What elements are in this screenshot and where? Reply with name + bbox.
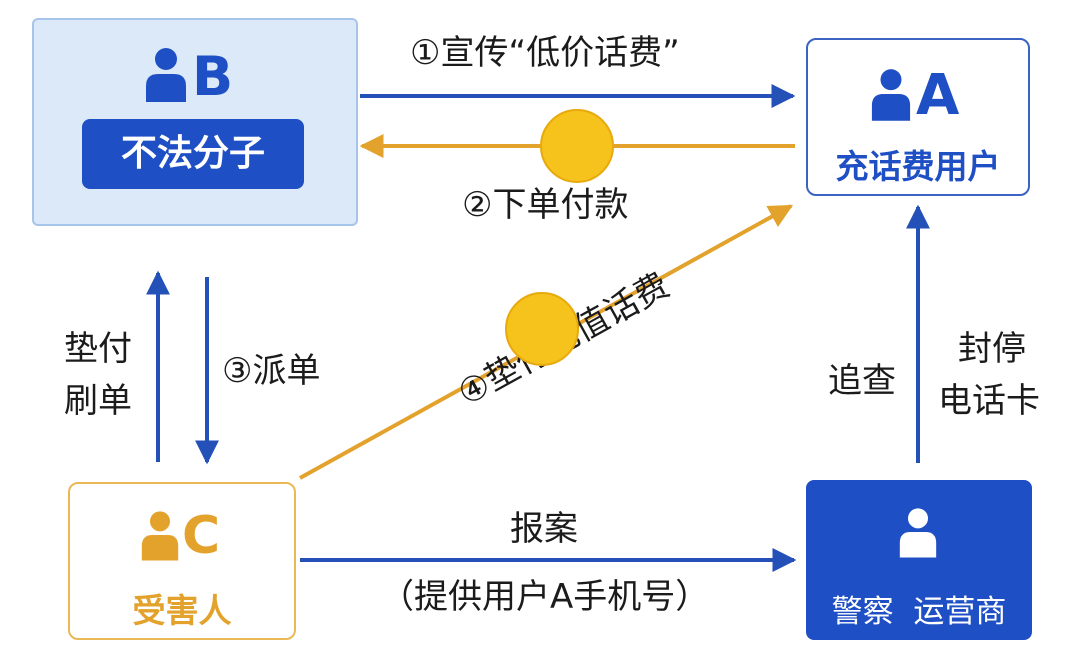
edge-trace-label: 追查	[828, 361, 896, 401]
node-b-criminal: B 不法分子	[32, 18, 358, 226]
node-a-label: 充话费用户	[835, 147, 1001, 186]
node-c-label: 受害人	[132, 591, 232, 630]
node-police-carrier: 警察 运营商	[806, 480, 1032, 640]
person-icon	[899, 508, 937, 558]
node-c-victim: C 受害人	[68, 482, 296, 640]
edge-suspend-label-1: 封停	[958, 329, 1026, 369]
node-a-user: A 充话费用户	[806, 38, 1030, 196]
edge-promote-label: ①宣传“低价话费”	[410, 33, 680, 73]
person-icon	[141, 511, 179, 561]
edge-suspend-label-2: 电话卡	[938, 381, 1040, 421]
node-b-label-box: 不法分子	[82, 119, 304, 189]
node-police-label: 警察 运营商	[831, 594, 1007, 630]
node-a-letter: A	[916, 63, 960, 128]
edge-dispatch-label: ③派单	[222, 351, 321, 391]
edge-order-label: ②下单付款	[462, 185, 629, 225]
node-b-letter: B	[192, 45, 234, 108]
person-icon	[871, 69, 911, 121]
edge-report-label: 报案	[510, 509, 578, 549]
coin-icon	[505, 292, 579, 366]
node-c-letter: C	[182, 506, 221, 566]
person-icon	[146, 48, 186, 102]
coin-icon	[540, 109, 614, 183]
node-b-label: 不法分子	[120, 133, 265, 174]
edge-advance-label-2: 刷单	[64, 381, 132, 421]
edge-report-detail-label: （提供用户A手机号）	[380, 577, 710, 617]
edge-advance-label-1: 垫付	[64, 329, 132, 369]
